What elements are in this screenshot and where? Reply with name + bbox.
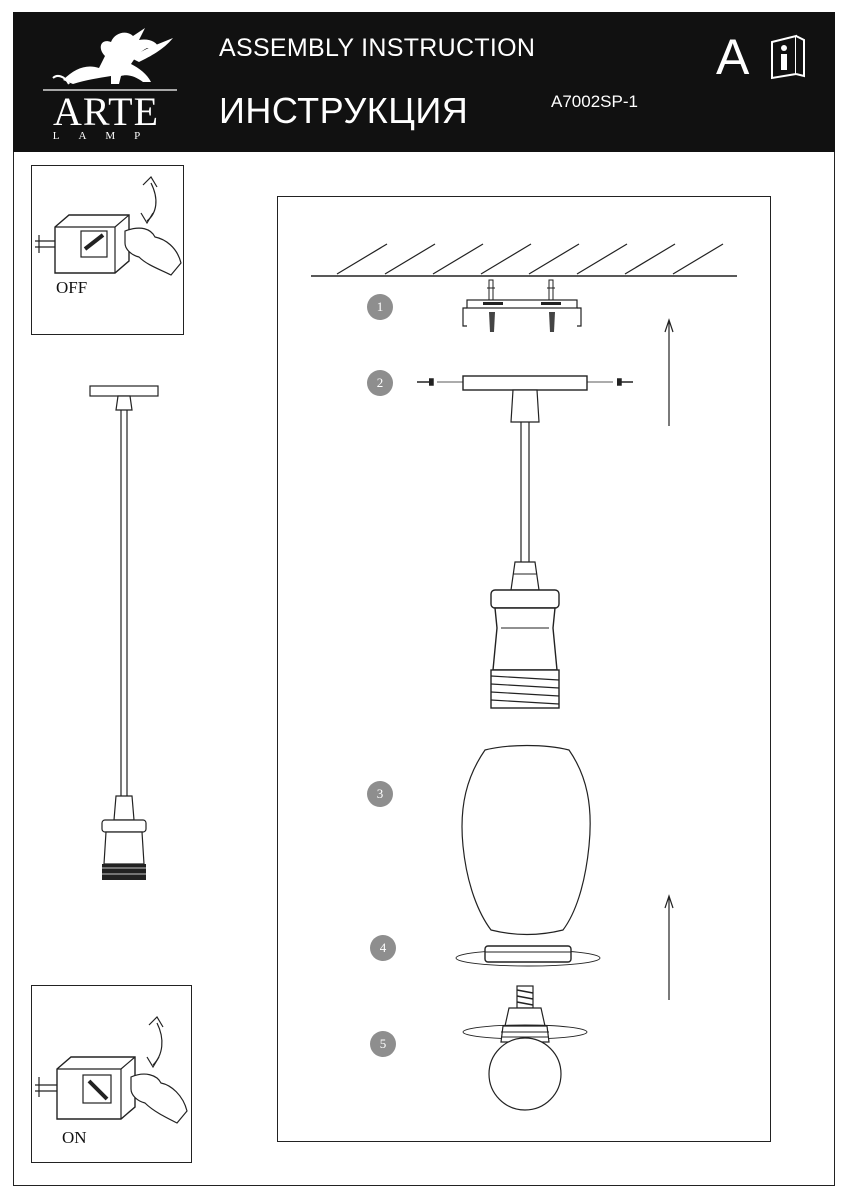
step-marker-4: 4 [370,935,396,961]
arrow-up-icon [664,894,674,1000]
step-marker-3: 3 [367,781,393,807]
model-number: A7002SP-1 [551,92,638,111]
step-marker-5: 5 [370,1031,396,1057]
griffin-logo-icon [43,28,177,91]
switch-on-label: ON [62,1128,87,1147]
ceiling-hatch-icon [311,243,737,277]
brand-name: ARTE [52,89,160,134]
pendant-overview-diagram [89,385,159,880]
step-marker-2: 2 [367,370,393,396]
glass-shade-icon [461,744,591,936]
info-manual-icon [771,34,805,80]
brand-subtitle: LAMP [52,130,160,142]
header-bar: ARTE LAMP ASSEMBLY INSTRUCTION ИНСТРУКЦИ… [13,12,835,152]
canopy-icon [417,375,633,423]
switch-off-label: OFF [56,278,88,297]
lamp-socket-icon [490,561,560,709]
assembly-exploded-diagram [311,243,737,1111]
step-marker-1: 1 [367,294,393,320]
title-russian: ИНСТРУКЦИЯ [219,90,469,131]
wall-switch-on-icon [35,1016,188,1124]
light-bulb-icon [462,985,588,1111]
mounting-bracket-icon [462,279,582,332]
wall-switch-off-icon [35,176,182,276]
title-english: ASSEMBLY INSTRUCTION [219,34,536,62]
language-letter: A [716,29,750,85]
arrow-up-icon [664,318,674,426]
fixing-ring-icon [455,945,601,967]
